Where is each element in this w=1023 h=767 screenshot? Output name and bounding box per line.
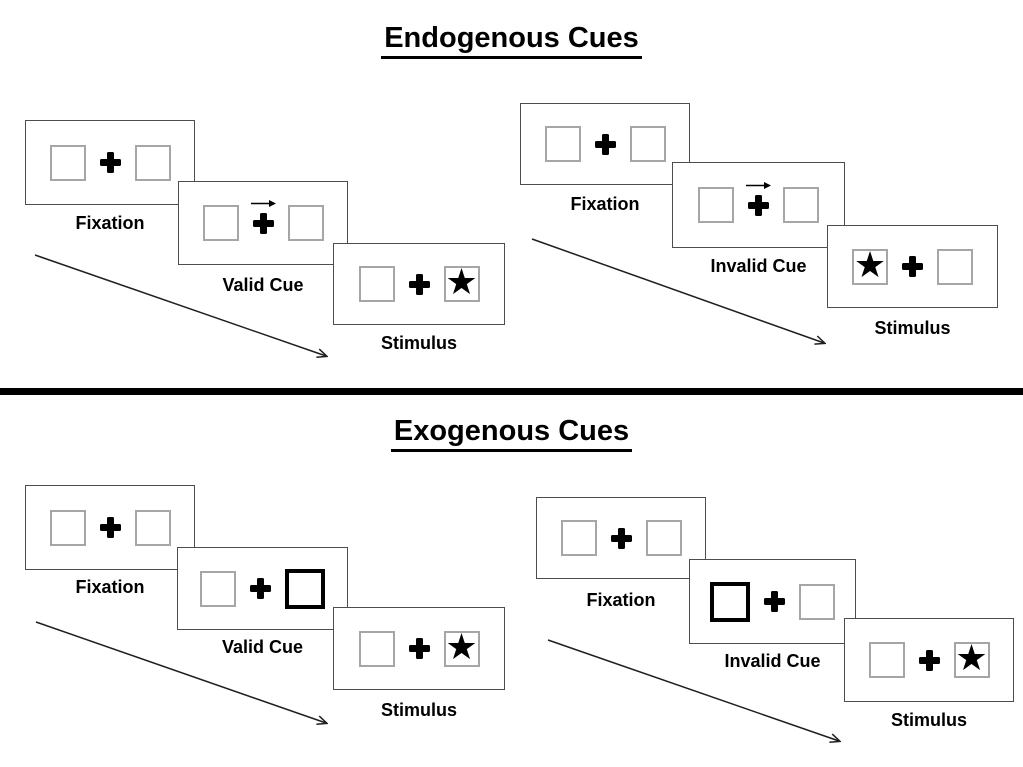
stimulus-label: Stimulus: [380, 700, 457, 720]
plus-icon: [918, 649, 940, 671]
star-icon: ★: [445, 262, 478, 303]
right-target-box: ★: [443, 626, 480, 668]
fixation-cross-icon: [250, 199, 276, 234]
fixation-cross-icon: [918, 649, 940, 671]
right-arrow-cue-icon: [746, 181, 771, 189]
left-placeholder-box: [544, 126, 581, 162]
fixation-cross-icon: [99, 152, 121, 173]
plus-icon: [764, 591, 785, 612]
highlighted-cue-box: [710, 581, 750, 622]
left-placeholder-box: [200, 570, 236, 607]
right-arrow-cue-icon: [250, 199, 276, 207]
left-placeholder-box: [358, 266, 395, 302]
fixation-cross-icon: [250, 578, 271, 599]
stimulus-panel: ★: [844, 618, 1014, 702]
fixation-cross-icon: [764, 591, 785, 612]
plus-icon: [250, 578, 271, 599]
right-placeholder-box: [134, 509, 171, 546]
left-placeholder-box: [868, 642, 905, 678]
plus-icon: [408, 273, 430, 295]
invalid-cue-label: Invalid Cue: [710, 256, 807, 276]
valid-cue-label: Valid Cue: [221, 637, 304, 657]
section-divider: [0, 388, 1023, 395]
endogenous-title-text: Endogenous Cues: [381, 22, 642, 59]
star-icon: ★: [955, 638, 988, 679]
left-placeholder-box: [49, 509, 86, 546]
stimulus-panel: ★: [827, 225, 998, 308]
right-placeholder-box: [134, 144, 171, 181]
fixation-panel: [25, 485, 195, 570]
right-placeholder-box: [287, 205, 324, 241]
right-placeholder-box: [645, 520, 682, 556]
fixation-cross-icon: [594, 133, 616, 155]
stimulus-label: Stimulus: [380, 333, 457, 353]
fixation-cross-icon: [408, 273, 430, 295]
plus-icon: [748, 194, 769, 216]
timeline-arrow-endogenous-valid: [34, 254, 326, 356]
star-icon: ★: [853, 244, 887, 286]
valid-cue-label: Valid Cue: [222, 275, 304, 295]
stimulus-label: Stimulus: [890, 710, 967, 730]
highlighted-cue-box: [285, 568, 325, 609]
fixation-cross-icon: [902, 256, 923, 277]
left-placeholder-box: [560, 520, 597, 556]
fixation-cross-icon: [99, 517, 121, 538]
invalid-cue-panel: [672, 162, 845, 248]
left-placeholder-box: [202, 205, 239, 241]
plus-icon: [99, 517, 121, 538]
fixation-panel: [25, 120, 195, 205]
fixation-label: Fixation: [586, 590, 656, 610]
exogenous-section-title: Exogenous Cues: [0, 415, 1023, 452]
right-target-box: ★: [443, 262, 480, 303]
right-target-box: ★: [953, 638, 990, 679]
plus-icon: [252, 212, 274, 234]
left-placeholder-box: [49, 144, 86, 181]
plus-icon: [902, 256, 923, 277]
right-placeholder-box: [783, 187, 819, 223]
timeline-arrow-endogenous-invalid: [531, 238, 824, 343]
fixation-label: Fixation: [570, 194, 640, 214]
valid-cue-panel: [177, 547, 348, 630]
plus-icon: [408, 638, 430, 659]
fixation-cross-icon: [746, 181, 771, 216]
fixation-label: Fixation: [75, 577, 145, 597]
plus-icon: [594, 133, 616, 155]
plus-icon: [610, 527, 632, 549]
fixation-cross-icon: [408, 638, 430, 659]
fixation-panel: [520, 103, 690, 185]
right-placeholder-box: [799, 583, 835, 620]
left-placeholder-box: [358, 630, 395, 667]
right-placeholder-box: [937, 248, 973, 285]
fixation-cross-icon: [610, 527, 632, 549]
exogenous-title-text: Exogenous Cues: [390, 415, 633, 452]
left-placeholder-box: [698, 187, 734, 223]
star-icon: ★: [445, 626, 478, 668]
plus-icon: [99, 152, 121, 173]
left-target-box: ★: [852, 244, 888, 286]
right-placeholder-box: [629, 126, 666, 162]
stimulus-label: Stimulus: [874, 318, 951, 338]
invalid-cue-label: Invalid Cue: [724, 651, 821, 671]
valid-cue-panel: [178, 181, 348, 265]
stimulus-panel: ★: [333, 607, 505, 690]
invalid-cue-panel: [689, 559, 856, 644]
stimulus-panel: ★: [333, 243, 505, 325]
fixation-label: Fixation: [75, 213, 145, 233]
fixation-panel: [536, 497, 706, 579]
endogenous-section-title: Endogenous Cues: [0, 22, 1023, 59]
